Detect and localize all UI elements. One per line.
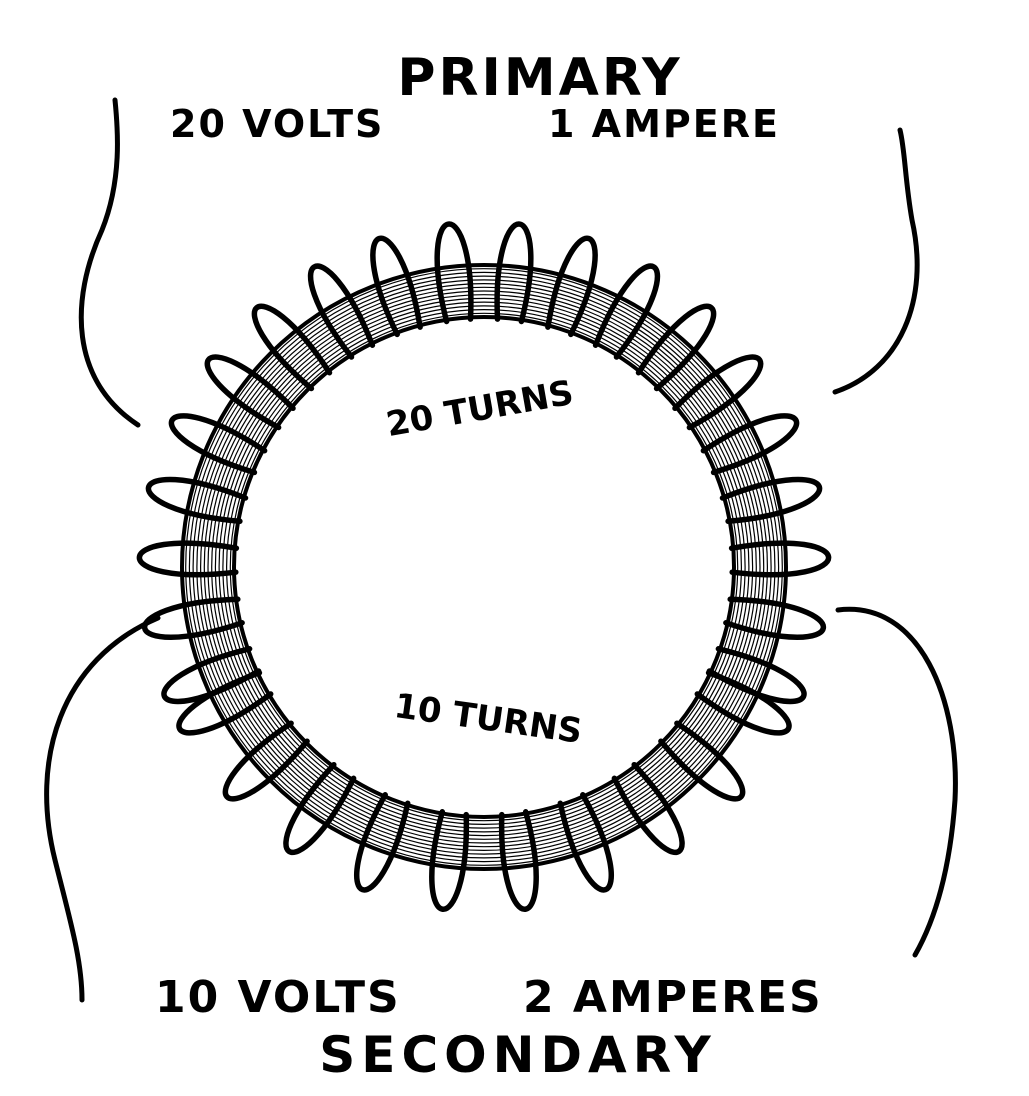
secondary-lead-right	[835, 606, 958, 958]
primary-voltage-label: 20 VOLTS	[170, 102, 384, 146]
core-laminations	[185, 268, 783, 866]
primary-coil-turn	[136, 540, 240, 578]
primary-coil-turn	[494, 221, 534, 325]
secondary-lead-left	[44, 615, 161, 1003]
primary-current-label: 1 AMPERE	[548, 102, 780, 146]
primary-winding	[136, 221, 832, 705]
core-lamination-line	[185, 268, 783, 866]
secondary-coil-turn	[176, 670, 274, 736]
primary-coil-turn	[728, 540, 832, 578]
core-lamination-line	[226, 309, 742, 825]
primary-coil-turn	[672, 354, 764, 431]
primary-coil-turn	[700, 413, 800, 476]
secondary-coil-turn	[429, 809, 469, 912]
secondary-coil-turn	[222, 720, 310, 802]
primary-lead-left	[78, 97, 141, 428]
toroid-core	[180, 263, 788, 871]
primary-coil-turn	[719, 476, 823, 525]
primary-coil-turn	[251, 303, 333, 392]
primary-coil-turn	[434, 221, 474, 325]
secondary-title: SECONDARY	[319, 1026, 716, 1084]
primary-title: PRIMARY	[397, 48, 682, 108]
secondary-voltage-label: 10 VOLTS	[155, 972, 401, 1023]
secondary-coil-turn	[557, 792, 615, 893]
primary-coil-turn	[145, 476, 249, 525]
core-lamination-line	[188, 271, 780, 863]
primary-coil-turn	[545, 235, 598, 338]
core-lamination-line	[229, 312, 739, 822]
lead-wires	[44, 97, 958, 1003]
primary-coil-turn	[204, 354, 296, 431]
core-lamination-line	[192, 275, 776, 859]
core-lamination-line	[218, 301, 750, 833]
core-lamination-line	[214, 297, 754, 837]
secondary-coil-turn	[611, 761, 685, 856]
core-lamination-line	[222, 305, 746, 829]
core-lamination-line	[200, 283, 768, 851]
secondary-current-label: 2 AMPERES	[523, 972, 823, 1023]
secondary-winding	[176, 670, 792, 912]
primary-coil-turn	[723, 596, 827, 640]
core-lamination-line	[211, 294, 757, 840]
secondary-coil-turn	[353, 792, 411, 893]
primary-coil-turn	[307, 263, 376, 360]
primary-coil-turn	[592, 263, 661, 360]
primary-coil-turn	[635, 303, 717, 392]
core-lamination-line	[196, 279, 772, 855]
secondary-coil-turn	[283, 761, 357, 856]
secondary-turns-label: 10 TURNS	[392, 686, 585, 752]
core-lamination-line	[207, 290, 761, 844]
primary-coil-turn	[141, 596, 245, 640]
primary-coil-turn	[370, 235, 423, 338]
secondary-coil-turn	[694, 670, 792, 736]
secondary-coil-turn	[658, 720, 746, 802]
primary-coil-turn	[168, 413, 268, 476]
primary-lead-right	[832, 127, 920, 395]
secondary-coil-turn	[499, 809, 539, 912]
primary-turns-label: 20 TURNS	[383, 373, 576, 445]
core-lamination-line	[203, 286, 765, 848]
